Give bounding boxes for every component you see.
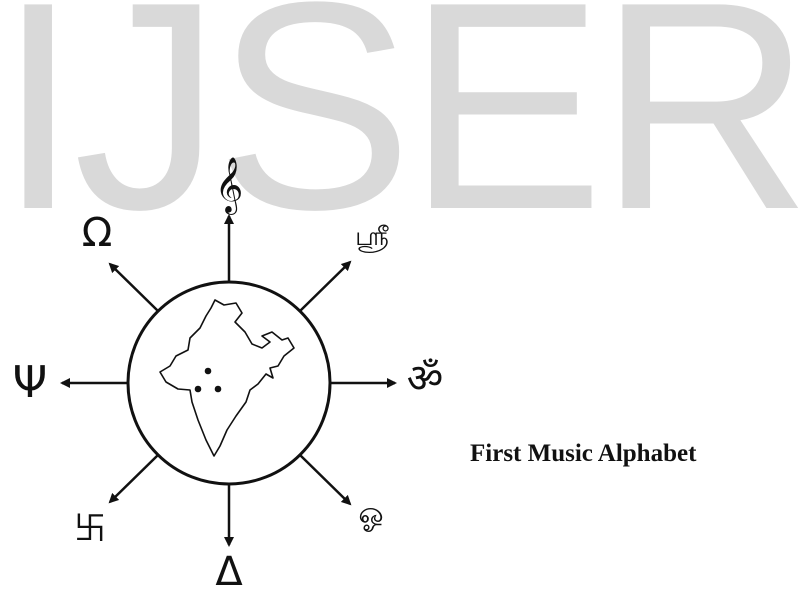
arrow-northwest: [108, 262, 159, 312]
triangle-icon: Δ: [215, 549, 243, 595]
map-dot: [214, 385, 222, 393]
arrow-southwest: [108, 454, 159, 504]
om-symbol-icon: ॐ: [406, 356, 444, 402]
arrow-southeast: [299, 454, 352, 506]
swastika-icon: 卐: [73, 509, 107, 547]
compass-arrows: [60, 214, 397, 547]
diagram-caption: First Music Alphabet: [470, 440, 697, 467]
map-dot: [194, 385, 202, 393]
treble-clef-icon: 𝄞: [214, 157, 244, 213]
map-dots: [194, 367, 222, 393]
arrow-northeast: [299, 260, 352, 312]
central-circle: [126, 280, 332, 486]
tamil-om-icon: ஓ: [358, 496, 384, 531]
tamil-sri-icon: ஸ்ரீ: [355, 222, 389, 252]
map-dot: [204, 367, 212, 375]
psi-icon: Ψ: [12, 357, 48, 408]
watermark-text: IJSER: [0, 0, 811, 271]
omega-icon: Ω: [81, 210, 113, 256]
india-map-outline: [159, 299, 295, 457]
